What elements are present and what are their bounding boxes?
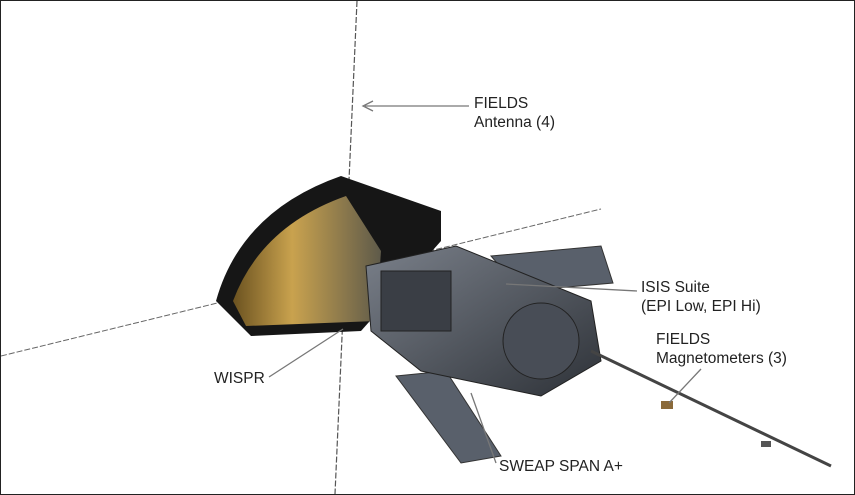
magnetometer-boom [590,349,832,468]
label-line: (EPI Low, EPI Hi) [641,298,761,315]
label-line: FIELDS [474,95,529,112]
leader-isis [505,283,638,292]
label-line: Magnetometers (3) [656,350,787,367]
label-fields-magnetometers: FIELDS Magnetometers (3) [656,330,787,368]
label-fields-antenna: FIELDS Antenna (4) [474,94,555,132]
leader-wispr [268,328,344,378]
instrument-cluster [502,302,580,380]
label-wispr: WISPR [214,370,265,387]
leader-magnetometers [668,368,702,404]
antenna-vertical [334,1,358,494]
leader-sweap [470,392,497,464]
label-line: FIELDS [656,331,711,348]
label-line: ISIS Suite [641,279,710,296]
label-isis-suite: ISIS Suite (EPI Low, EPI Hi) [641,278,761,316]
heat-shield-cone [233,196,381,326]
label-sweap: SWEAP SPAN A+ [499,458,623,475]
label-line: Antenna (4) [474,114,555,131]
instrument-box [380,270,452,332]
